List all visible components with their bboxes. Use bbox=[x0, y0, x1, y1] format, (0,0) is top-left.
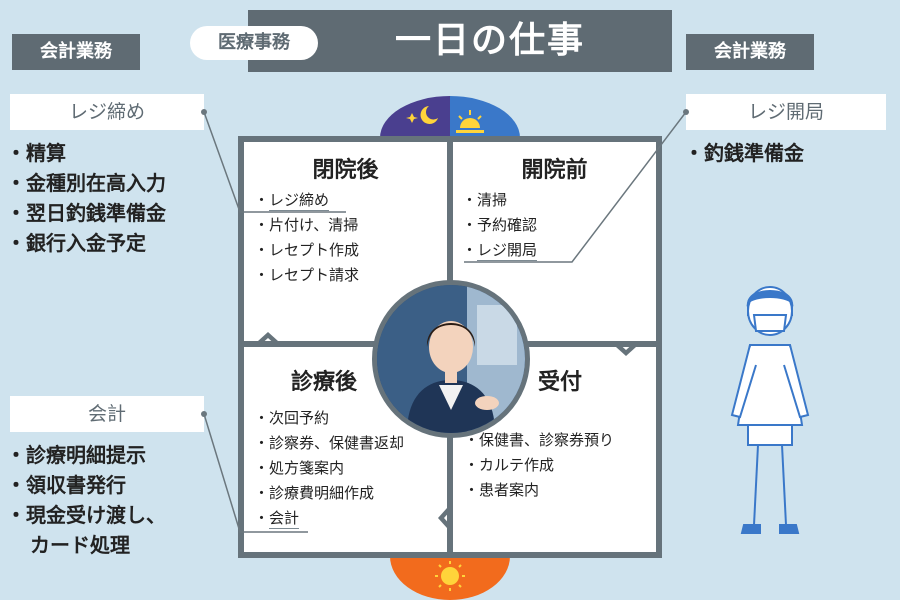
accounting-list: 診療明細提示 領収書発行 現金受け渡し、 bbox=[6, 440, 236, 530]
page-title: 一日の仕事 bbox=[394, 20, 585, 61]
list-item: 片付け、清掃 bbox=[254, 213, 444, 238]
list-item: カルテ作成 bbox=[464, 453, 654, 478]
list-item: レジ開局 bbox=[462, 238, 652, 263]
register-open-label: レジ開局 bbox=[686, 94, 886, 130]
list-item: 現金受け渡し、 bbox=[6, 500, 236, 530]
after-consult-title: 診療後 bbox=[290, 370, 357, 395]
list-item: 金種別在高入力 bbox=[6, 168, 236, 198]
moon-stars-icon bbox=[406, 106, 438, 124]
sun-icon bbox=[435, 561, 465, 591]
before-open-title: 開院前 bbox=[521, 158, 588, 183]
list-item: 釣銭準備金 bbox=[684, 138, 884, 168]
bottom-time-indicator bbox=[390, 556, 510, 600]
accounting-list-continuation: カード処理 bbox=[30, 533, 130, 557]
register-close-label: レジ締め bbox=[10, 94, 204, 130]
list-item: 患者案内 bbox=[464, 478, 654, 503]
list-item: レジ締め bbox=[254, 188, 444, 213]
masked-person-illustration bbox=[730, 286, 810, 534]
top-time-indicator bbox=[380, 96, 520, 138]
title-bar bbox=[248, 10, 672, 72]
list-item: 領収書発行 bbox=[6, 470, 236, 500]
register-open-list: 釣銭準備金 bbox=[684, 138, 884, 168]
title-badge: 医療事務 bbox=[190, 26, 318, 60]
after-consult-list: 次回予約 診察券、保健書返却 処方箋案内 診療費明細作成 会計 bbox=[254, 406, 449, 531]
list-item: 診察券、保健書返却 bbox=[254, 431, 449, 456]
reception-list: 保健書、診察券預り カルテ作成 患者案内 bbox=[464, 428, 654, 503]
list-item: 次回予約 bbox=[254, 406, 449, 431]
list-item: 保健書、診察券預り bbox=[464, 428, 654, 453]
left-accounting-tag: 会計業務 bbox=[12, 34, 140, 70]
right-accounting-tag: 会計業務 bbox=[686, 34, 814, 70]
register-close-list: 精算 金種別在高入力 翌日釣銭準備金 銀行入金予定 bbox=[6, 138, 236, 258]
staff-photo bbox=[372, 280, 530, 438]
list-item: 診療費明細作成 bbox=[254, 481, 449, 506]
list-item: 処方箋案内 bbox=[254, 456, 449, 481]
list-item: 清掃 bbox=[462, 188, 652, 213]
sunrise-icon bbox=[456, 110, 484, 133]
accounting-label: 会計 bbox=[10, 396, 204, 432]
after-close-title: 閉院後 bbox=[312, 158, 379, 183]
list-item: 銀行入金予定 bbox=[6, 228, 236, 258]
list-item: 予約確認 bbox=[462, 213, 652, 238]
list-item: 診療明細提示 bbox=[6, 440, 236, 470]
after-close-list: レジ締め 片付け、清掃 レセプト作成 レセプト請求 bbox=[254, 188, 444, 288]
list-item: 会計 bbox=[254, 506, 449, 531]
list-item: 精算 bbox=[6, 138, 236, 168]
list-item: レセプト請求 bbox=[254, 263, 444, 288]
reception-title: 受付 bbox=[537, 370, 582, 395]
list-item: 翌日釣銭準備金 bbox=[6, 198, 236, 228]
before-open-list: 清掃 予約確認 レジ開局 bbox=[462, 188, 652, 263]
list-item: レセプト作成 bbox=[254, 238, 444, 263]
